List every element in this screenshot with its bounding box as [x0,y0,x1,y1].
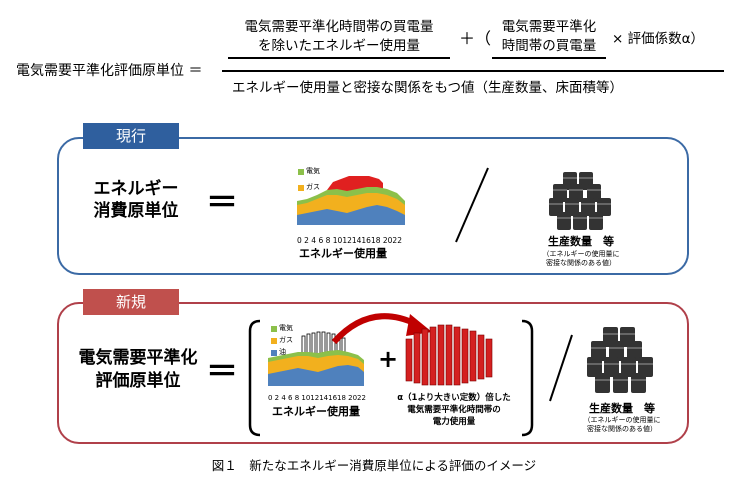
alpha-bar [421,328,429,386]
new-legend-electric-swatch [271,326,277,332]
current-label-line1: エネルギー [93,179,179,199]
alpha-bar [461,328,469,384]
alpha-bar [485,338,493,378]
figure-caption: 図１ 新たなエネルギー消費原単位による評価のイメージ [211,458,537,473]
legend-gas: ガス [306,183,320,191]
new-label-line1: 電気需要平準化 [78,348,198,368]
alpha-bar [453,326,461,386]
alpha-bar [477,334,485,380]
alpha-electric-bars [405,324,493,386]
legend-electric-swatch [298,169,304,175]
alpha-bar [429,326,437,386]
current-tick-labels: 0 2 4 6 8 1012141618 2022 [297,236,402,245]
alpha-bar [445,324,453,386]
new-production-note-1: （エネルギーの使用量に [583,416,661,424]
legend-gas-swatch [298,185,304,191]
current-production-note-2: 密接な関係のある値） [546,259,616,267]
times-alpha: × 評価係数α） [612,31,705,47]
new-legend-oil-swatch [271,350,277,356]
current-label-line2: 消費原単位 [93,201,179,221]
new-tick-labels: 0 2 4 6 8 1012141618 2022 [268,394,366,402]
current-production-note-1: （エネルギーの使用量に [542,250,620,258]
current-energy-chart [297,176,405,225]
alpha-bar [469,330,477,382]
new-production-label: 生産数量 等 [589,402,655,415]
alpha-bar [413,332,421,384]
numerator-term1-line1: 電気需要平準化時間帯の買電量 [244,19,434,35]
current-divide-slash [455,167,489,243]
new-area-oil [268,365,364,386]
alpha-bar [405,338,413,382]
new-legend-gas: ガス [279,336,293,344]
formula-lhs: 電気需要平準化評価原単位 ＝ [16,63,203,79]
new-equals: ＝ [206,352,239,390]
current-chart-caption: エネルギー使用量 [299,247,387,260]
new-production-note-2: 密接な関係のある値） [587,425,657,433]
current-barrels-icon [549,172,611,230]
new-legend-oil: 油 [279,348,286,356]
alpha-bar [437,324,445,386]
current-production-label: 生産数量 等 [548,235,614,248]
new-label-line2: 評価原単位 [95,371,181,391]
current-area-oil [297,205,405,225]
new-barrels-icon [587,327,653,393]
new-chart-caption: エネルギー使用量 [272,405,360,418]
term1-fraction-line [228,57,450,59]
numerator-term1-line2: を除いたエネルギー使用量 [258,38,420,54]
new-legend-gas-swatch [271,338,277,344]
new-energy-chart [268,331,364,386]
new-bracket [248,319,534,437]
current-tag: 現行 [83,123,179,149]
current-panel [57,137,689,275]
new-panel [57,302,689,444]
alpha-text-line1: α（1より大きい定数）倍した [397,393,511,403]
current-barrel [549,172,611,230]
alpha-text-line3: 電力使用量 [432,417,476,427]
denominator: エネルギー使用量と密接な関係をもつ値（生産数量、床面積等） [232,80,623,96]
plus-sign: + [378,345,399,373]
legend-electric: 電気 [306,167,320,175]
new-legend-electric: 電気 [279,324,293,332]
alpha-text-line2: 電気需要平準化時間帯の [407,405,501,415]
term2-fraction-line [492,57,606,59]
new-tag: 新規 [83,289,179,315]
plus-paren: ＋（ [459,29,492,48]
main-fraction-line [222,70,724,72]
numerator-term2-line1: 電気需要平準化 [501,19,597,35]
new-divide-slash [549,334,573,402]
current-equals: ＝ [206,183,239,221]
numerator-term2-line2: 時間帯の買電量 [501,38,597,54]
